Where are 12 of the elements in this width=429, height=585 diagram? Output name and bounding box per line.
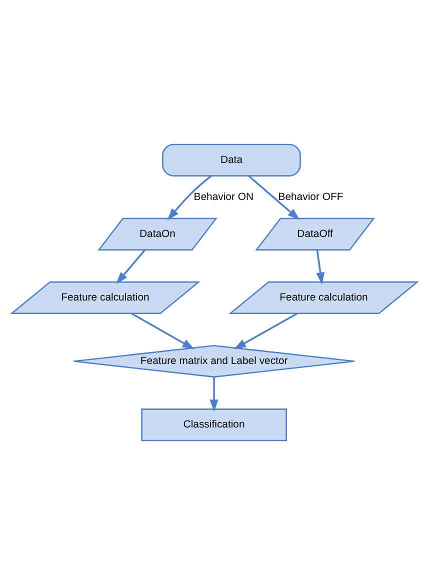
arrow (130, 312, 195, 350)
arrow (234, 312, 298, 350)
arrow (248, 175, 300, 220)
node-diamond: Feature matrix and Label vector (73, 344, 355, 378)
node-box: Data (162, 144, 301, 176)
arrow (167, 175, 212, 220)
node-box: Classification (141, 408, 287, 442)
edge-label: Behavior ON (194, 192, 254, 203)
arrow (116, 249, 146, 284)
edge-label: Behavior OFF (278, 192, 344, 203)
arrow (316, 250, 325, 285)
arrow (210, 377, 218, 412)
